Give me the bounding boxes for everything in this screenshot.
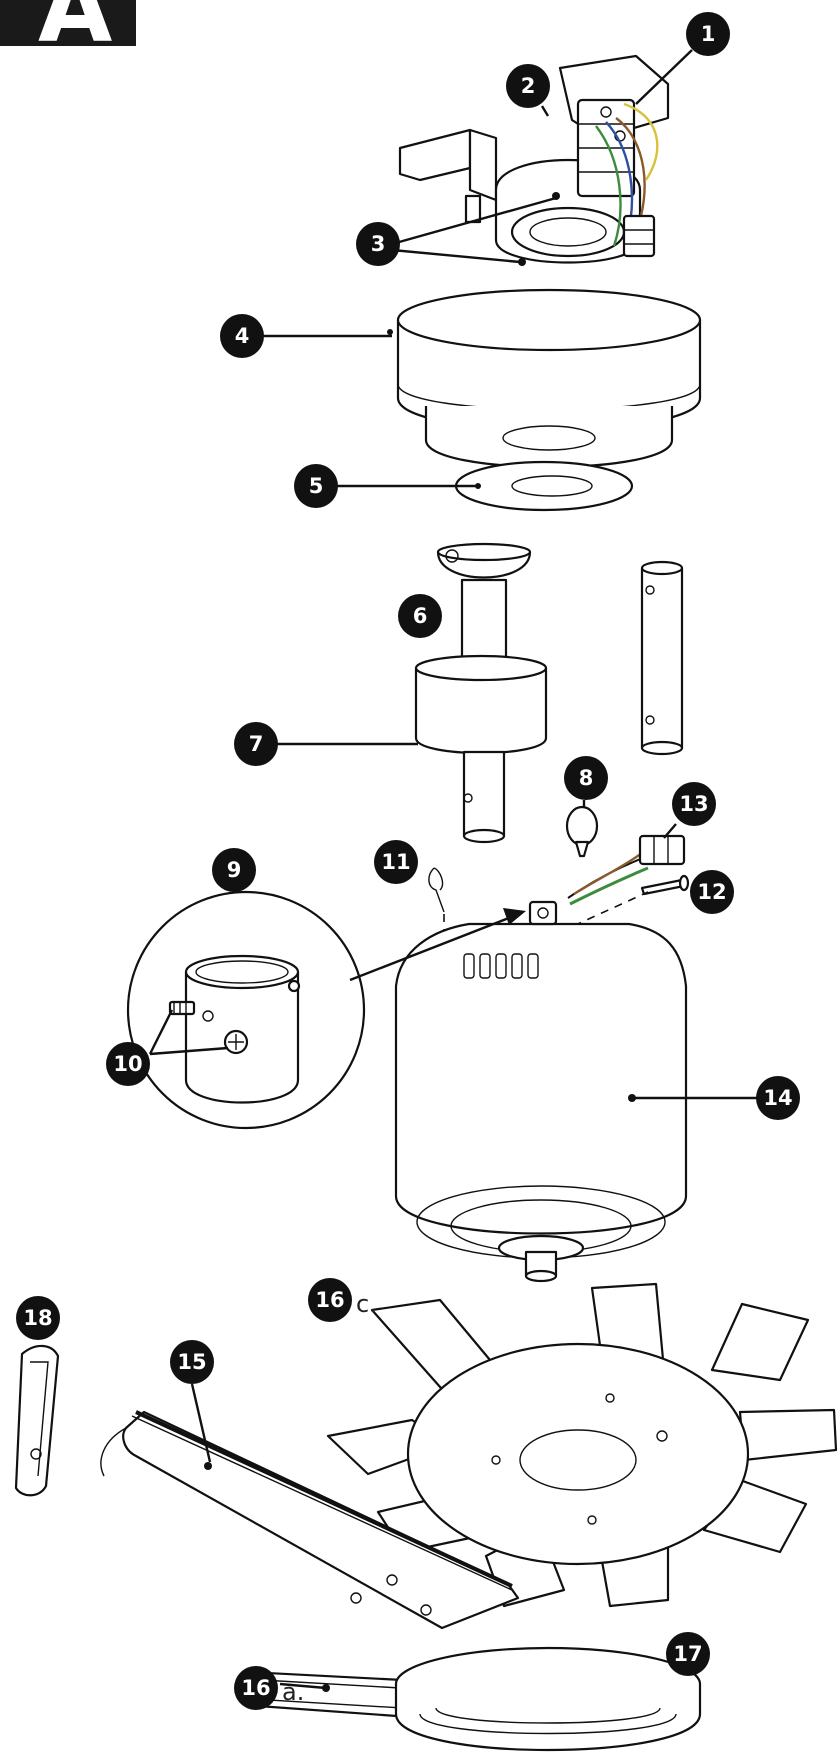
callout-18: 18 <box>16 1296 60 1340</box>
callout-16a-suffix: a. <box>282 1678 304 1706</box>
callout-2: 2 <box>506 64 550 108</box>
canopy <box>387 288 702 469</box>
motor-lead-wires <box>567 834 686 906</box>
svg-text:8: 8 <box>579 766 594 790</box>
detail-magnifier <box>126 890 366 1130</box>
callout-16a: 16 <box>234 1666 278 1710</box>
cotter-pin <box>428 867 445 913</box>
callout-17: 17 <box>666 1632 710 1676</box>
blade-badge <box>14 1344 60 1497</box>
wire-connector-plug <box>622 214 656 258</box>
svg-text:15: 15 <box>177 1350 206 1374</box>
callout-11: 11 <box>374 840 418 884</box>
svg-text:2: 2 <box>521 74 536 98</box>
motor-vents <box>463 953 539 979</box>
svg-text:14: 14 <box>763 1086 792 1110</box>
svg-text:9: 9 <box>227 858 242 882</box>
fan-blade <box>100 1410 520 1630</box>
svg-text:6: 6 <box>413 604 428 628</box>
callout-16c: 16 <box>308 1278 352 1322</box>
svg-text:5: 5 <box>309 474 324 498</box>
callout-15: 15 <box>170 1340 214 1384</box>
svg-text:10: 10 <box>113 1052 142 1076</box>
blade-mounting-plate <box>326 1282 838 1608</box>
callout-7: 7 <box>234 722 278 766</box>
extension-downrod <box>640 560 684 756</box>
canopy-cover-ring <box>454 460 634 512</box>
section-letter: A <box>38 0 113 64</box>
detail-pointer-arrow <box>349 908 526 982</box>
bottom-cover <box>394 1646 702 1752</box>
svg-text:17: 17 <box>673 1642 702 1666</box>
callout-13: 13 <box>672 782 716 826</box>
svg-text:18: 18 <box>23 1306 52 1330</box>
svg-text:7: 7 <box>249 732 264 756</box>
callout-8: 8 <box>564 756 608 800</box>
callout-10: 10 <box>106 1042 150 1086</box>
pin-alignment-line <box>443 914 540 939</box>
safety-cable-clip <box>565 805 599 858</box>
svg-text:4: 4 <box>235 324 250 348</box>
svg-text:1: 1 <box>701 22 716 46</box>
downrod-assembly <box>414 542 548 844</box>
callout-1: 1 <box>686 12 730 56</box>
callout-4: 4 <box>220 314 264 358</box>
svg-text:16: 16 <box>241 1676 270 1700</box>
svg-text:12: 12 <box>697 880 726 904</box>
callout-12: 12 <box>690 870 734 914</box>
svg-text:13: 13 <box>679 792 708 816</box>
callout-16c-suffix: c. <box>356 1290 377 1318</box>
callout-5: 5 <box>294 464 338 508</box>
section-label-block: A <box>0 0 136 56</box>
callout-leaders <box>148 49 758 1690</box>
motor-housing <box>394 900 688 1283</box>
clevis-pin <box>640 874 690 896</box>
svg-text:11: 11 <box>381 850 410 874</box>
svg-text:3: 3 <box>371 232 386 256</box>
callout-9: 9 <box>212 848 256 892</box>
svg-text:16: 16 <box>315 1288 344 1312</box>
callout-14: 14 <box>756 1076 800 1120</box>
callout-6: 6 <box>398 594 442 638</box>
callout-3: 3 <box>356 222 400 266</box>
